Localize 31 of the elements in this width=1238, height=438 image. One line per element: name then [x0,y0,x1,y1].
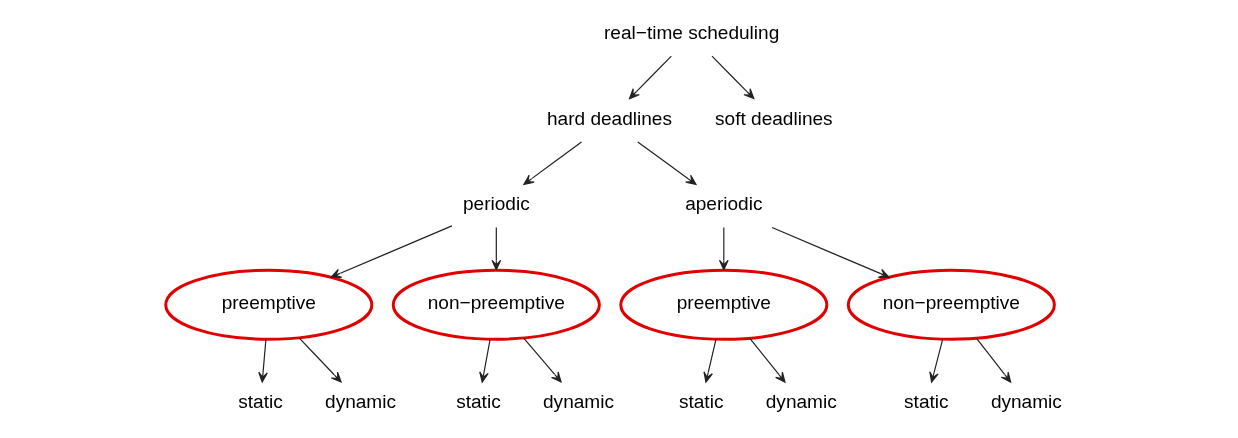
node-text: dynamic [765,391,837,413]
arrow [718,226,729,271]
node-text: static [904,391,949,413]
node-text: periodic [462,193,530,215]
arrow [523,337,562,383]
node-text: static [678,391,724,413]
node-text: static [456,391,501,413]
node-text: dynamic [325,391,396,413]
node-text: hard deadlines [546,107,672,129]
node-text: aperiodic [685,193,763,215]
arrow [703,339,717,383]
arrow [771,226,890,278]
node-ellipse: non−preemptive [391,268,601,341]
node-text: dynamic [543,391,614,413]
arrow [479,339,491,383]
node-text: dynamic [990,391,1062,413]
arrow [628,55,672,100]
node-ellipse: preemptive [619,268,829,341]
node-text: static [238,391,283,413]
arrow [491,226,502,271]
arrow [330,225,453,278]
arrow [749,338,786,383]
arrow [523,141,583,185]
node-text: soft deadlines [715,107,833,129]
arrow [976,338,1012,383]
node-text: real−time scheduling [604,21,780,43]
arrow [258,339,268,383]
arrow [929,339,944,383]
arrow [711,55,755,100]
arrow [298,337,342,383]
arrow [637,141,697,185]
